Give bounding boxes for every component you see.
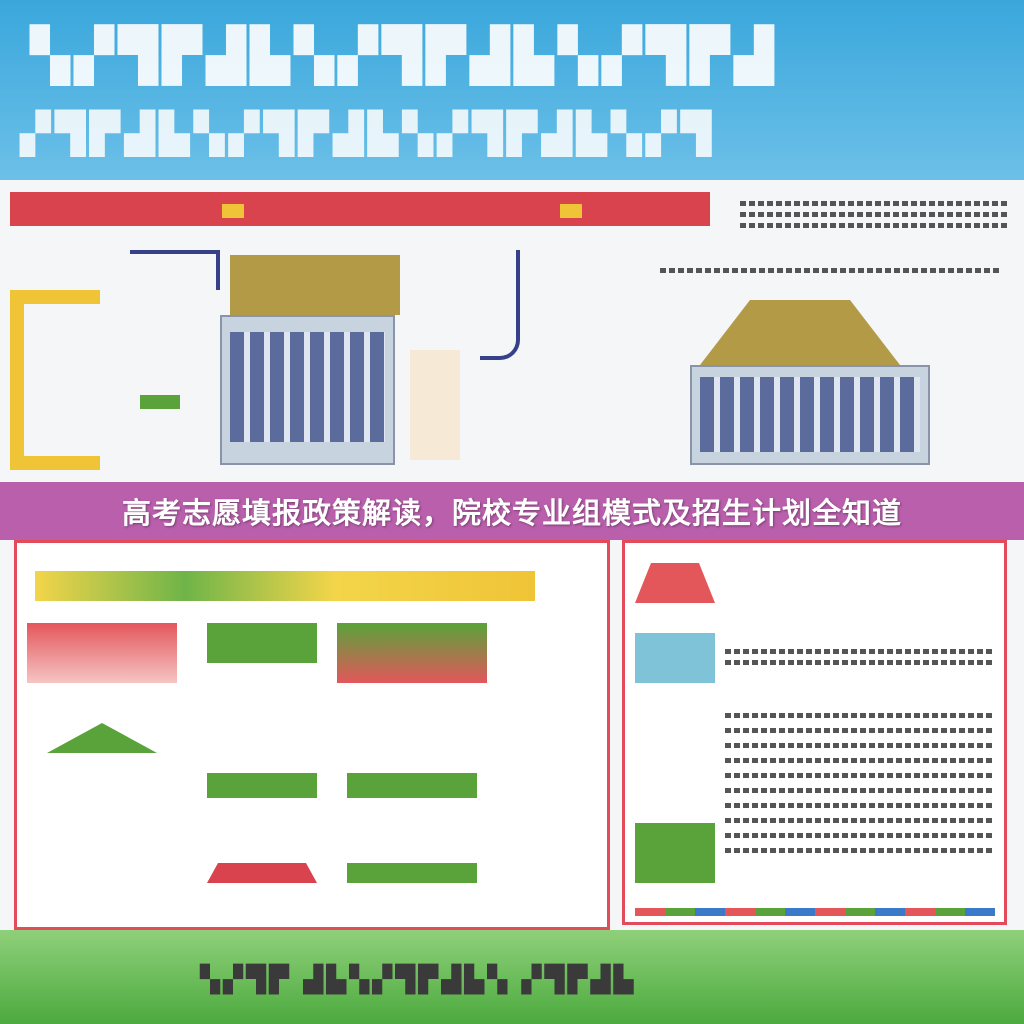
garden-illustration	[347, 773, 477, 798]
article-text-decoration	[725, 703, 995, 903]
connector-line	[480, 250, 520, 360]
yellow-marker	[560, 204, 582, 218]
map-illustration	[635, 633, 715, 683]
caption-decoration	[660, 268, 1000, 278]
hill-illustration	[47, 723, 157, 753]
pavilion-illustration	[27, 623, 177, 683]
red-header-strip	[10, 192, 710, 226]
green-building-illustration	[207, 623, 317, 663]
temple-roof-illustration	[700, 300, 900, 365]
garbled-subheadline-decoration: ▞▜▛▟▙▚▞▜▛▟▙▚▞▜▛▟▙▚▞▜	[20, 110, 716, 157]
tree-illustration	[140, 395, 180, 409]
panel-header-strip	[35, 571, 535, 601]
roof-illustration	[347, 863, 477, 883]
building-illustration	[220, 315, 395, 465]
campus-building-illustration	[690, 365, 930, 465]
garbled-headline-decoration: ▚▞▜▛▟▙▚▞▜▛▟▙▚▞▜▛▟	[30, 25, 778, 86]
temple-illustration	[337, 623, 487, 683]
annex-illustration	[410, 350, 460, 460]
building-roof-illustration	[230, 255, 400, 315]
gate-illustration	[635, 563, 715, 603]
footer-background	[0, 930, 1024, 1024]
building-illustration	[635, 823, 715, 883]
right-info-panel	[622, 540, 1007, 925]
poster-header-background	[0, 0, 1024, 180]
text-block-decoration	[725, 643, 995, 673]
color-strip	[635, 908, 995, 916]
text-block-decoration	[740, 195, 1010, 235]
banner-title: 高考志愿填报政策解读，院校专业组模式及招生计划全知道	[121, 496, 902, 530]
yellow-marker	[222, 204, 244, 218]
garbled-footer-decoration: ▚▞▜▛ ▟▙▚▞▜▛▟▙▚ ▞▜▛▟▙	[200, 965, 637, 995]
roof-illustration	[207, 863, 317, 883]
left-info-panel	[14, 540, 610, 930]
yellow-frame	[10, 290, 100, 470]
connector-line	[130, 250, 220, 290]
garden-illustration	[207, 773, 317, 798]
title-banner: 高考志愿填报政策解读，院校专业组模式及招生计划全知道	[0, 482, 1024, 540]
